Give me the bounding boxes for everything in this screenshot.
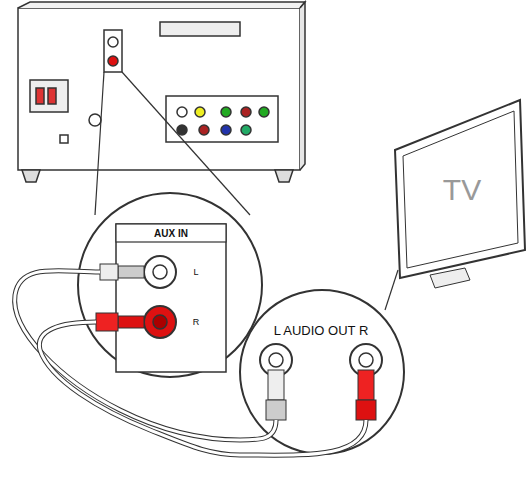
port-label: AUX IN [154, 228, 188, 239]
tv [395, 100, 525, 288]
device-back [18, 2, 305, 182]
device-name: TV [443, 173, 481, 207]
port-label: L AUDIO OUT R [274, 323, 369, 338]
channel-label: R [193, 317, 200, 327]
channel-label: L [193, 267, 198, 277]
